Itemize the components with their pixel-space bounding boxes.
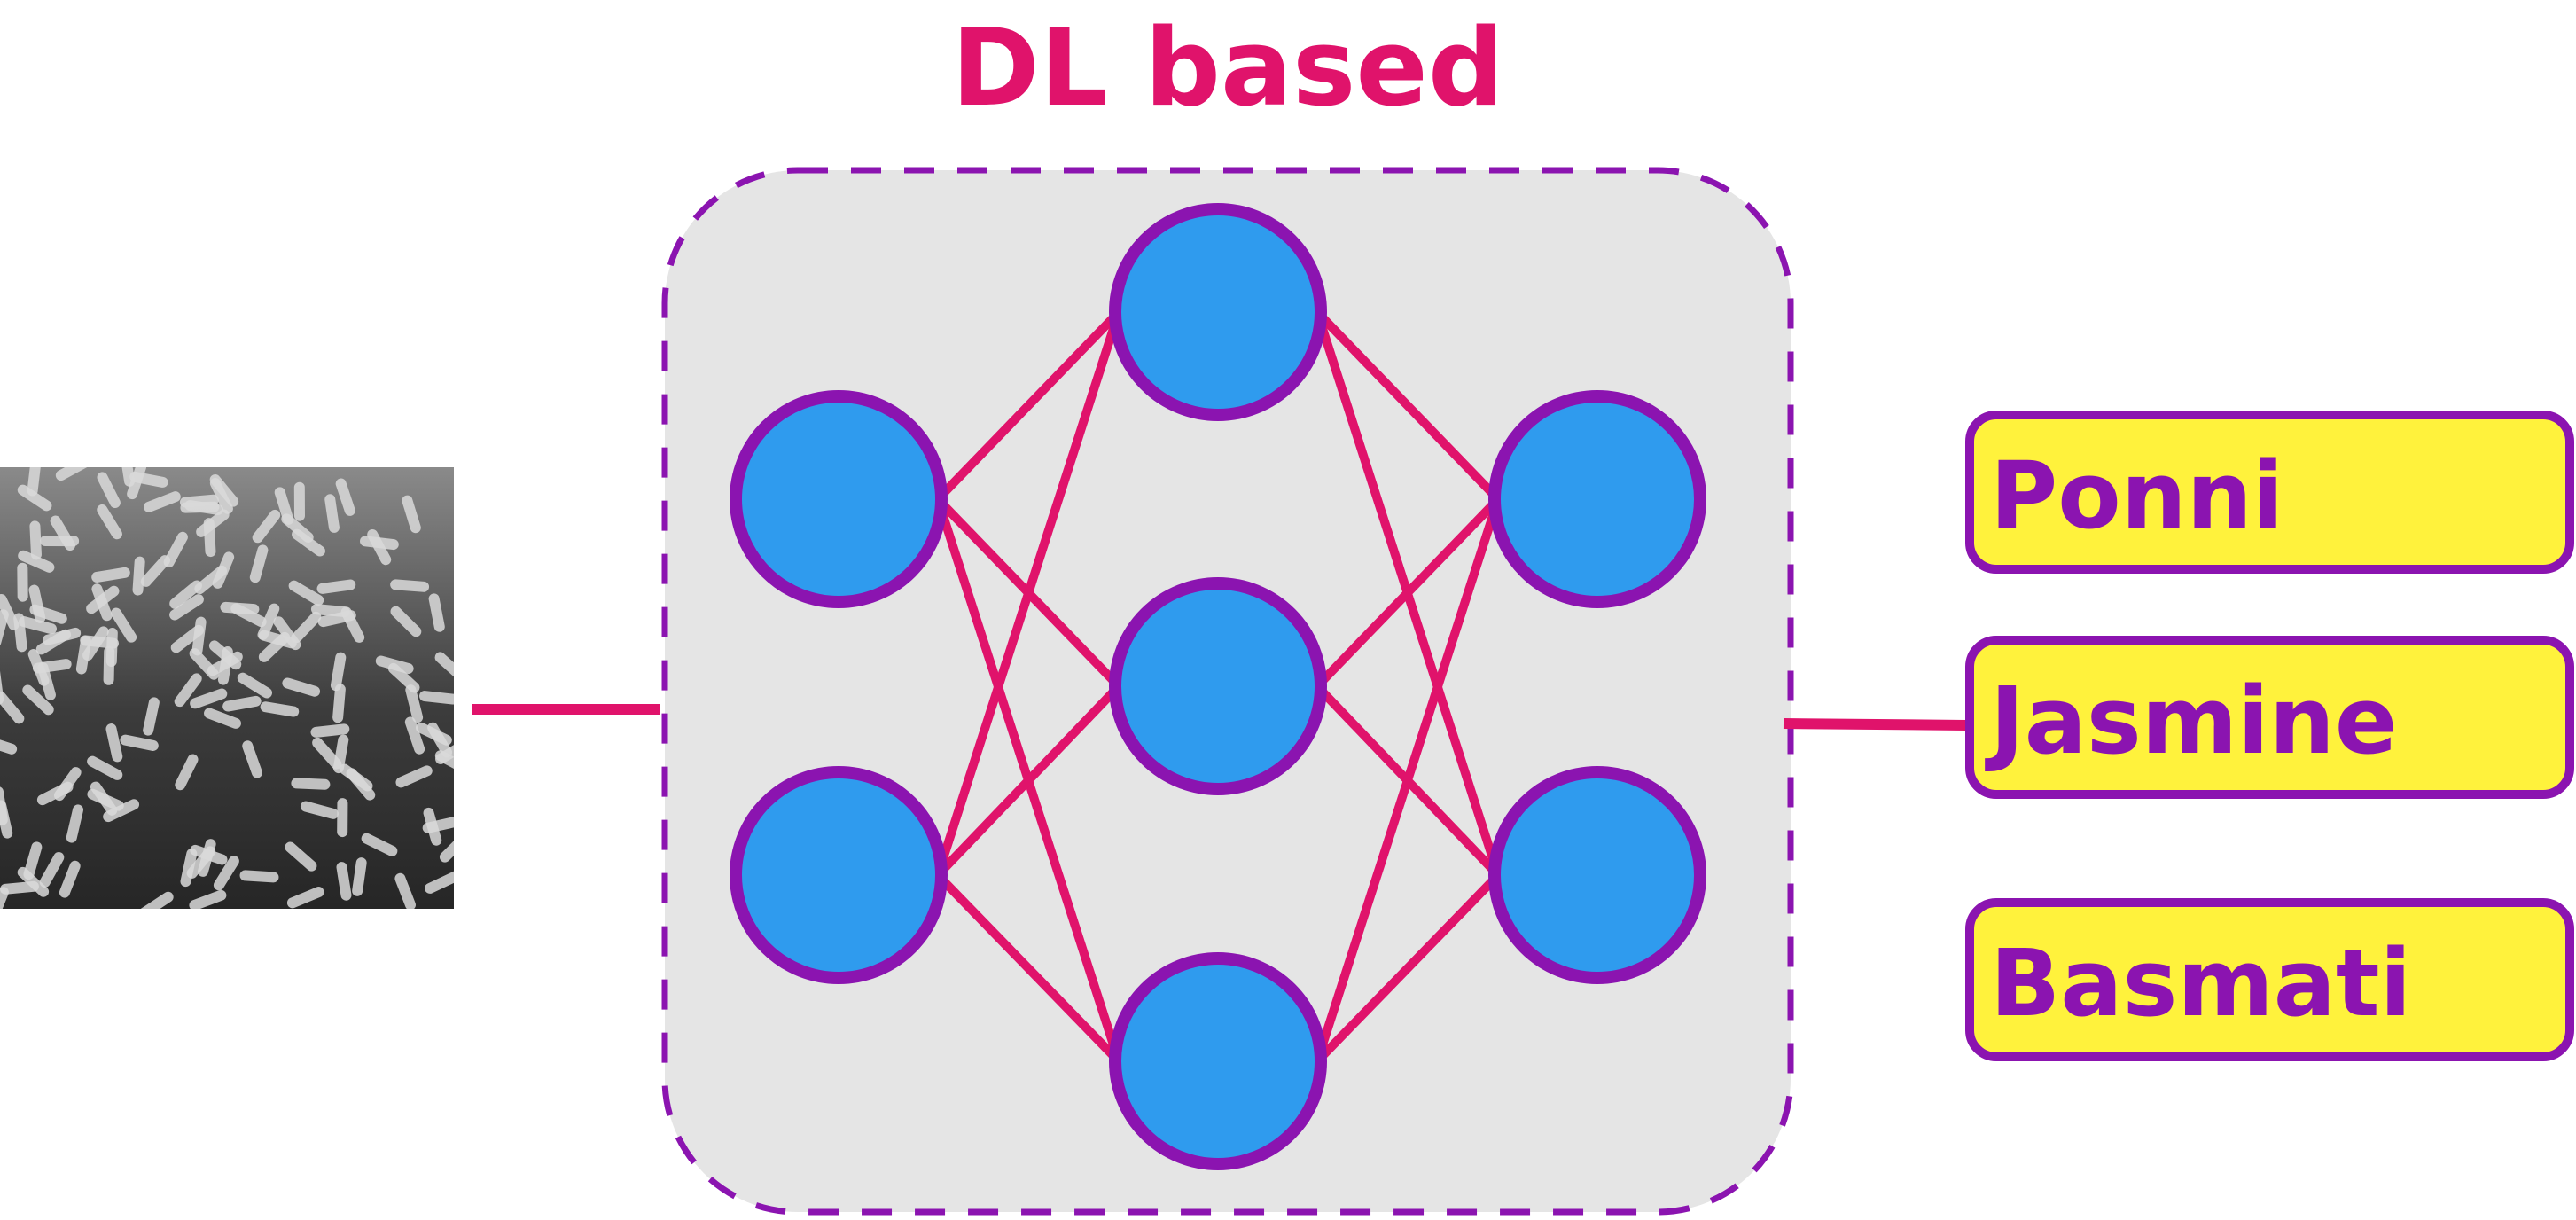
- output-label-ponni: Ponni: [1970, 415, 2570, 569]
- output-label-text: Ponni: [1990, 442, 2283, 550]
- network-node-layer0-1: [736, 772, 941, 978]
- network-node-layer2-1: [1495, 772, 1700, 978]
- network-node-layer2-0: [1495, 396, 1700, 602]
- network-node-layer1-2: [1115, 958, 1321, 1164]
- rice-grain: [294, 482, 305, 521]
- output-label-basmati: Basmati: [1970, 903, 2570, 1057]
- network-node-layer0-0: [736, 396, 941, 602]
- output-label-text: Basmati: [1990, 929, 2411, 1037]
- rice-grain: [337, 798, 347, 837]
- output-connector-line: [1784, 723, 1966, 725]
- output-label-text: Jasmine: [1985, 667, 2397, 775]
- output-label-jasmine: Jasmine: [1970, 640, 2570, 794]
- rice-grain: [17, 563, 27, 602]
- rice-grains-image: [0, 447, 472, 925]
- network-node-layer1-0: [1115, 209, 1321, 415]
- diagram-title: DL based: [951, 7, 1503, 130]
- network-node-layer1-1: [1115, 583, 1321, 789]
- rice-grain: [203, 518, 215, 558]
- rice-grain: [291, 778, 330, 790]
